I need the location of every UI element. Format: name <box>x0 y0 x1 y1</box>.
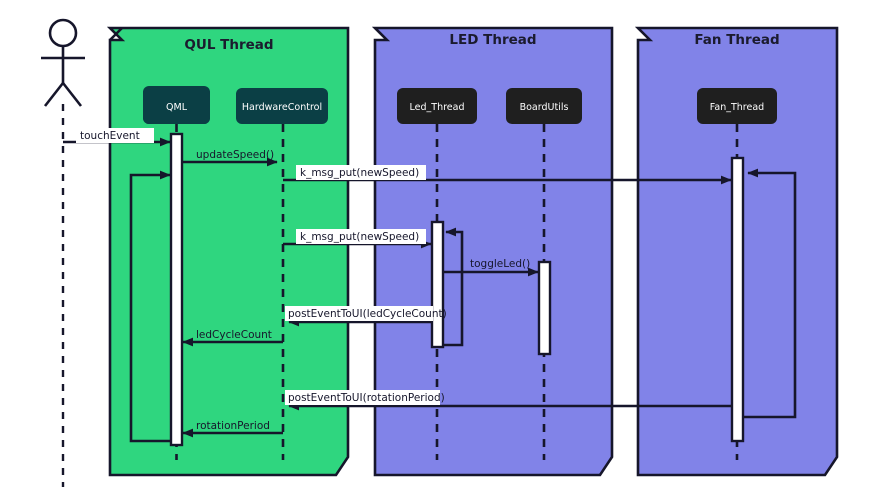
message-label-toggleled: toggleLed() <box>470 258 530 270</box>
participant-box-fan-thread[interactable]: Fan_Thread <box>697 88 777 124</box>
message-label-posteventtoui-ledcyclecount: postEventToUI(ledCycleCount) <box>285 306 447 321</box>
message-label-kmsgput-led: k_msg_put(newSpeed) <box>296 229 426 244</box>
participant-label-fan-thread: Fan_Thread <box>710 102 764 113</box>
svg-text:postEventToUI(rotationPeriod): postEventToUI(rotationPeriod) <box>288 392 445 404</box>
message-label-updatespeed: updateSpeed() <box>196 149 274 161</box>
svg-text:k_msg_put(newSpeed): k_msg_put(newSpeed) <box>300 167 419 179</box>
self-loop-fan-thread <box>737 168 797 419</box>
self-loop-qml <box>129 170 176 443</box>
group-box-led-thread <box>371 26 614 477</box>
message-label-kmsgput-fan: k_msg_put(newSpeed) <box>296 165 426 180</box>
participant-box-boardutils[interactable]: BoardUtils <box>506 88 582 124</box>
message-label-ledcyclecount: ledCycleCount <box>196 329 272 341</box>
activation-bar-led-thread <box>430 220 445 349</box>
message-label-touchevent: touchEvent <box>76 128 154 143</box>
participant-box-qml[interactable]: QML <box>143 86 210 124</box>
message-label-rotationperiod: rotationPeriod <box>196 420 270 432</box>
participant-label-led-thread: Led_Thread <box>410 102 465 113</box>
group-title-qul-thread: QUL Thread <box>184 37 273 53</box>
group-title-led-thread: LED Thread <box>449 32 536 48</box>
svg-text:k_msg_put(newSpeed): k_msg_put(newSpeed) <box>300 231 419 243</box>
participant-label-qml: QML <box>166 102 188 113</box>
svg-text:touchEvent: touchEvent <box>80 130 140 142</box>
participant-label-hardwarecontrol: HardwareControl <box>242 102 322 113</box>
svg-text:postEventToUI(ledCycleCount): postEventToUI(ledCycleCount) <box>288 308 447 320</box>
message-label-posteventtoui-rotationperiod: postEventToUI(rotationPeriod) <box>285 390 445 405</box>
activation-bar-boardutils <box>537 260 552 356</box>
activation-bar-qml <box>169 132 184 447</box>
participant-box-hardwarecontrol[interactable]: HardwareControl <box>236 88 328 124</box>
actor-stick-figure <box>41 18 85 107</box>
participant-box-led-thread[interactable]: Led_Thread <box>397 88 477 124</box>
self-loop-led-thread <box>437 227 464 347</box>
activation-bar-fan-thread <box>730 156 745 443</box>
participant-label-boardutils: BoardUtils <box>520 102 569 113</box>
group-title-fan-thread: Fan Thread <box>694 32 779 48</box>
